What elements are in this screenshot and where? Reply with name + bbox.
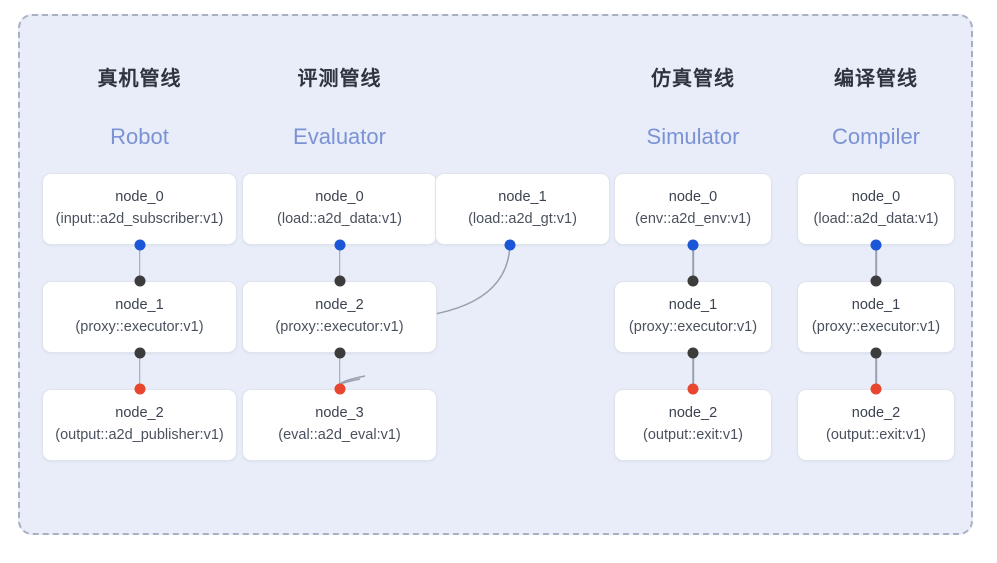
column-header-en-compiler: Compiler <box>831 124 921 149</box>
node-label-name: node_2 <box>668 405 718 422</box>
node-port-input-simulator-2[interactable] <box>687 383 699 395</box>
node-label-type: (output::exit:v1) <box>826 427 926 443</box>
connector-line-simulator-1-2 <box>692 353 694 389</box>
node-compiler-2[interactable]: node_2 (output::exit:v1) <box>797 389 955 461</box>
node-label-type: (output::exit:v1) <box>643 427 743 443</box>
node-label-name: node_3 <box>315 405 364 422</box>
column-header-cn-compiler: 编译管线 <box>834 68 918 90</box>
node-port-output-evaluator-1[interactable] <box>504 239 516 251</box>
node-evaluator-1[interactable]: node_1 (load::a2d_gt:v1) <box>435 173 610 245</box>
node-label-type: (env::a2d_env:v1) <box>634 211 752 227</box>
connector-line-compiler-1-2 <box>875 353 877 389</box>
node-label-name: node_2 <box>851 405 901 422</box>
column-header-en-robot: Robot <box>110 124 169 149</box>
pipeline-column-simulator: 仿真管线 Simulator node_0 (env::a2d_env:v1) … <box>614 16 772 533</box>
column-header-cn-evaluator: 评测管线 <box>297 68 382 90</box>
node-label-name: node_0 <box>668 189 718 206</box>
node-label-name: node_0 <box>851 189 901 206</box>
node-evaluator-2[interactable]: node_2 (proxy::executor:v1) <box>242 281 437 353</box>
node-label-name: node_0 <box>315 189 364 206</box>
node-label-type: (load::a2d_gt:v1) <box>468 211 577 227</box>
connector-line-robot-1-2 <box>138 353 141 389</box>
node-label-name: node_1 <box>498 189 547 206</box>
column-header-cn-robot: 真机管线 <box>97 68 182 90</box>
node-label-type: (proxy::executor:v1) <box>275 319 404 335</box>
node-robot-2[interactable]: node_2 (output::a2d_publisher:v1) <box>42 389 237 461</box>
connector-line-compiler-0-1 <box>875 245 877 281</box>
node-label-type: (load::a2d_data:v1) <box>277 211 402 227</box>
node-robot-1[interactable]: node_1 (proxy::executor:v1) <box>42 281 237 353</box>
connector-line-simulator-0-1 <box>692 245 694 281</box>
pipeline-column-robot: 真机管线 Robot node_0 (input::a2d_subscriber… <box>42 16 237 533</box>
node-label-type: (proxy::executor:v1) <box>75 319 204 335</box>
node-simulator-0[interactable]: node_0 (env::a2d_env:v1) <box>614 173 772 245</box>
node-label-name: node_1 <box>668 297 718 314</box>
node-robot-0[interactable]: node_0 (input::a2d_subscriber:v1) <box>42 173 237 245</box>
node-label-type: (output::a2d_publisher:v1) <box>55 427 224 443</box>
node-simulator-2[interactable]: node_2 (output::exit:v1) <box>614 389 772 461</box>
pipeline-column-compiler: 编译管线 Compiler node_0 (load::a2d_data:v1)… <box>797 16 955 533</box>
node-port-input-robot-2[interactable] <box>134 383 145 395</box>
column-header-en-simulator: Simulator <box>646 124 740 149</box>
node-evaluator-0[interactable]: node_0 (load::a2d_data:v1) <box>242 173 437 245</box>
connector-line-evaluator-2-3 <box>338 353 341 389</box>
node-label-type: (proxy::executor:v1) <box>811 319 941 335</box>
node-label-name: node_1 <box>115 297 164 314</box>
node-label-type: (input::a2d_subscriber:v1) <box>55 211 224 227</box>
node-port-output-compiler-0[interactable] <box>870 239 882 251</box>
node-port-output-robot-0[interactable] <box>134 239 145 251</box>
node-compiler-0[interactable]: node_0 (load::a2d_data:v1) <box>797 173 955 245</box>
column-header-en-evaluator: Evaluator <box>293 124 386 149</box>
node-evaluator-3[interactable]: node_3 (eval::a2d_eval:v1) <box>242 389 437 461</box>
node-label-name: node_1 <box>851 297 901 314</box>
node-port-output-simulator-0[interactable] <box>687 239 699 251</box>
node-label-name: node_2 <box>315 297 364 314</box>
node-port-input-evaluator-3[interactable] <box>334 383 345 395</box>
node-port-output-evaluator-2[interactable] <box>334 347 345 359</box>
node-port-output-robot-1[interactable] <box>134 347 145 359</box>
node-label-name: node_2 <box>115 405 164 422</box>
node-compiler-1[interactable]: node_1 (proxy::executor:v1) <box>797 281 955 353</box>
connector-line-evaluator-0-2 <box>338 245 341 281</box>
node-port-output-simulator-1[interactable] <box>687 347 699 359</box>
node-port-input-compiler-1[interactable] <box>870 275 882 287</box>
node-port-output-compiler-1[interactable] <box>870 347 882 359</box>
column-header-cn-simulator: 仿真管线 <box>651 68 735 90</box>
pipeline-container: 真机管线 Robot node_0 (input::a2d_subscriber… <box>18 14 973 535</box>
node-port-input-robot-1[interactable] <box>134 275 145 287</box>
pipeline-column-evaluator: 评测管线 Evaluator node_0 (load::a2d_data:v1… <box>242 16 617 533</box>
node-label-type: (eval::a2d_eval:v1) <box>278 427 401 443</box>
node-port-input-compiler-2[interactable] <box>870 383 882 395</box>
node-port-output-evaluator-0[interactable] <box>334 239 345 251</box>
node-port-input-simulator-1[interactable] <box>687 275 699 287</box>
node-port-input-evaluator-2[interactable] <box>334 275 345 287</box>
node-simulator-1[interactable]: node_1 (proxy::executor:v1) <box>614 281 772 353</box>
connector-line-robot-0-1 <box>138 245 141 281</box>
pipeline-columns: 真机管线 Robot node_0 (input::a2d_subscriber… <box>20 16 971 533</box>
node-label-name: node_0 <box>115 189 164 206</box>
node-label-type: (proxy::executor:v1) <box>628 319 758 335</box>
node-label-type: (load::a2d_data:v1) <box>813 211 939 227</box>
